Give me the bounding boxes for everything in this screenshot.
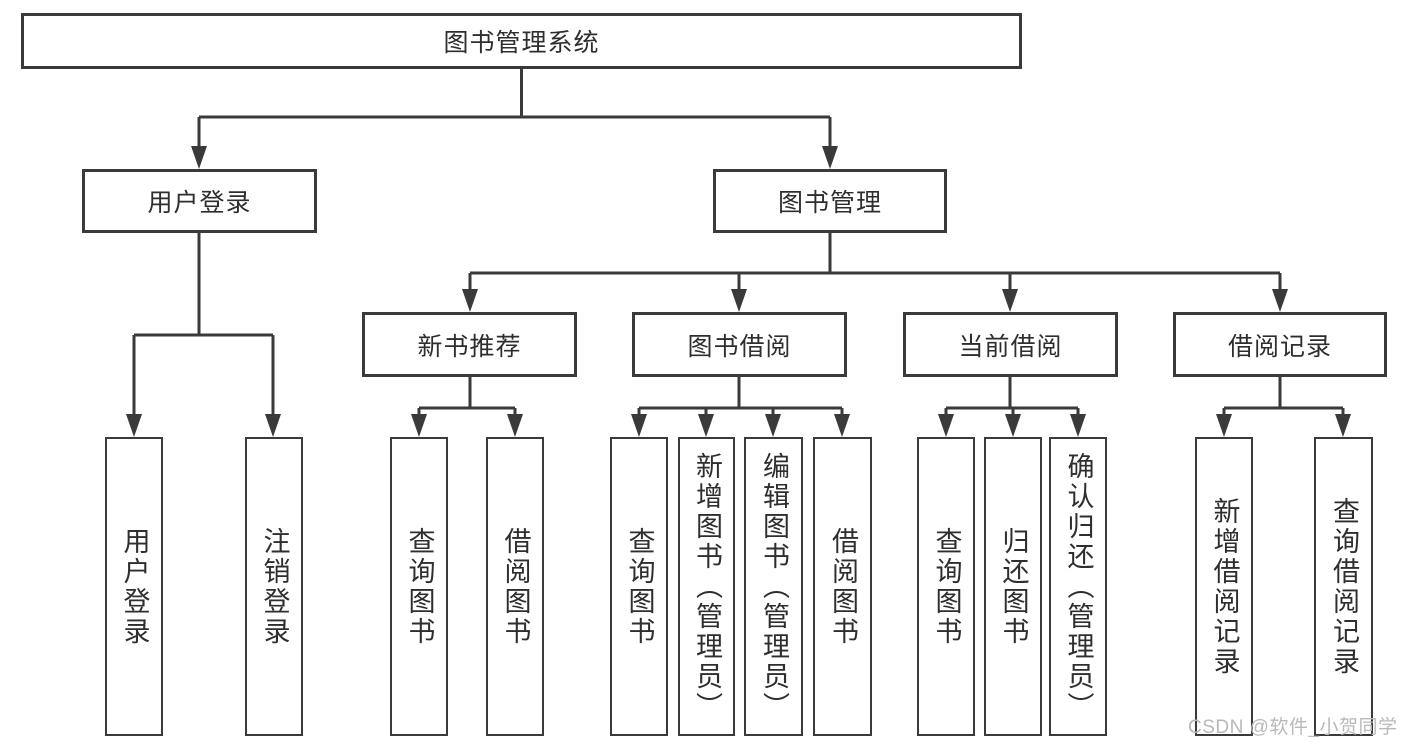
node-new-book-recommend: 新书推荐 [362, 312, 577, 377]
arrow-down-icon [765, 414, 781, 437]
leaf-query-books-current: 查询图书 [917, 437, 975, 736]
leaf-borrow-books-recommend: 借阅图书 [486, 437, 544, 736]
leaf-add-borrow-record: 新增借阅记录 [1195, 437, 1253, 736]
arrow-down-icon [1272, 289, 1288, 312]
node-library-system: 图书管理系统 [21, 13, 1022, 69]
leaf-query-borrow-record: 查询借阅记录 [1314, 437, 1373, 736]
node-label: 图书管理系统 [443, 29, 600, 57]
leaf-label: 新增图书（管理员） [692, 451, 722, 722]
leaf-label: 借阅图书 [500, 526, 531, 647]
leaf-query-books-recommend: 查询图书 [390, 437, 448, 736]
leaf-label: 借阅图书 [828, 526, 858, 647]
leaf-add-book-admin: 新增图书（管理员） [678, 437, 735, 736]
leaf-query-books-borrow: 查询图书 [610, 437, 668, 736]
arrow-down-icon [507, 414, 523, 437]
arrow-down-icon [191, 146, 207, 169]
arrow-down-icon [731, 289, 747, 312]
node-label: 借阅记录 [1227, 332, 1332, 361]
arrow-down-icon [1070, 414, 1086, 437]
leaf-label: 归还图书 [998, 526, 1029, 647]
arrow-down-icon [834, 414, 850, 437]
leaf-return-book: 归还图书 [984, 437, 1042, 736]
connector-group-current-borrow [938, 377, 1086, 437]
leaf-label: 编辑图书（管理员） [759, 451, 789, 722]
leaf-confirm-return-admin: 确认归还（管理员） [1049, 437, 1107, 736]
connector-group-user-login [126, 233, 281, 437]
connector-group-book-management [462, 233, 1288, 312]
arrow-down-icon [1002, 289, 1018, 312]
node-user-login: 用户登录 [82, 169, 317, 233]
node-book-management: 图书管理 [713, 169, 947, 233]
arrow-down-icon [1005, 414, 1021, 437]
leaf-label: 用户登录 [119, 526, 150, 647]
node-label: 图书管理 [777, 189, 882, 217]
arrow-down-icon [126, 414, 142, 437]
leaf-edit-book-admin: 编辑图书（管理员） [744, 437, 803, 736]
node-label: 当前借阅 [958, 332, 1063, 361]
leaf-label: 注销登录 [259, 526, 290, 647]
arrow-down-icon [411, 414, 427, 437]
arrow-down-icon [265, 414, 281, 437]
connector-group-book-borrow [631, 377, 850, 437]
connector-group-borrow-records [1216, 377, 1351, 437]
leaf-label: 查询图书 [404, 526, 435, 647]
arrow-down-icon [938, 414, 954, 437]
leaf-borrow-books: 借阅图书 [813, 437, 872, 736]
leaf-user-login: 用户登录 [105, 437, 163, 736]
node-label: 用户登录 [147, 189, 252, 217]
node-borrow-records: 借阅记录 [1173, 312, 1387, 377]
node-book-borrow: 图书借阅 [632, 312, 847, 377]
arrow-down-icon [1216, 414, 1232, 437]
node-current-borrow: 当前借阅 [903, 312, 1118, 377]
arrow-down-icon [698, 414, 714, 437]
leaf-label: 确认归还（管理员） [1063, 451, 1094, 722]
leaf-label: 查询图书 [931, 526, 962, 647]
leaf-label: 查询图书 [624, 526, 655, 647]
leaf-label: 查询借阅记录 [1329, 496, 1359, 677]
arrow-down-icon [631, 414, 647, 437]
leaf-logout: 注销登录 [245, 437, 303, 736]
arrow-down-icon [462, 289, 478, 312]
connector-group-root [191, 69, 838, 169]
leaf-label: 新增借阅记录 [1209, 496, 1240, 677]
node-label: 图书借阅 [687, 332, 792, 361]
arrow-down-icon [822, 146, 838, 169]
connector-group-new-book [411, 377, 523, 437]
watermark: CSDN @软件_小贺同学 [1188, 717, 1398, 738]
arrow-down-icon [1335, 414, 1351, 437]
node-label: 新书推荐 [417, 332, 522, 361]
